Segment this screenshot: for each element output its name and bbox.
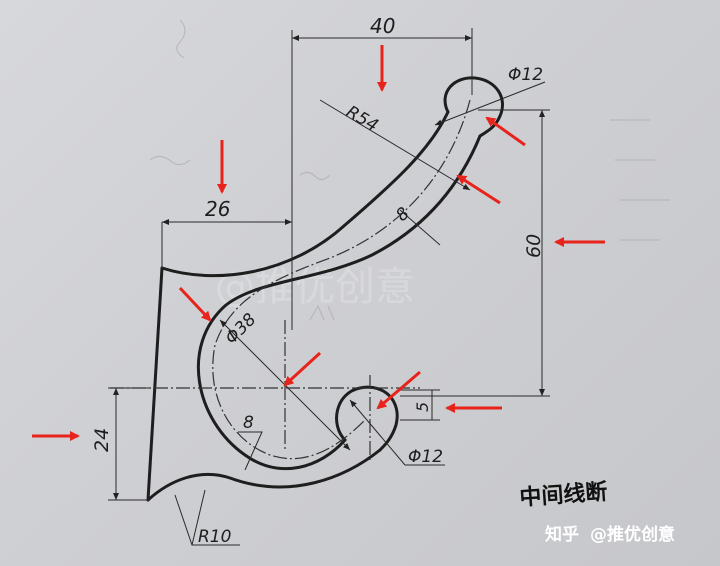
dimension-lines [108, 28, 550, 546]
handwritten-note: 中间线断 [519, 479, 609, 511]
dim-8-upper: 8 [392, 203, 413, 225]
dim-24: 24 [91, 428, 113, 452]
red-arrow-r54 [456, 174, 501, 205]
red-arrow-small-hole [376, 370, 421, 410]
red-arrow-top-hole [485, 116, 526, 147]
dim-5: 5 [413, 402, 432, 412]
brand-badge: 知乎 @推优创意 [544, 524, 675, 545]
dim-r54: R54 [343, 102, 382, 136]
watermark: @推优创意 [215, 264, 415, 310]
dim-60: 60 [523, 234, 545, 258]
dim-phi12-bottom: Φ12 [408, 447, 443, 467]
red-arrow-outer-arc [178, 286, 212, 322]
red-arrow-center [283, 351, 322, 387]
dim-8-lower: 8 [243, 413, 254, 433]
dim-26: 26 [205, 197, 230, 221]
dim-phi38: Φ38 [221, 310, 260, 349]
dim-r10: R10 [198, 527, 231, 547]
dim-phi12-top: Φ12 [508, 65, 543, 85]
red-arrows [32, 45, 605, 441]
brand-site: 知乎 [544, 524, 579, 545]
background-scribbles [149, 19, 670, 321]
dim-40: 40 [370, 14, 395, 38]
dimension-labels: 40 Φ12 R54 8 60 26 Φ38 8 24 5 Φ12 R10 [91, 14, 545, 547]
brand-account: @推优创意 [590, 524, 675, 545]
